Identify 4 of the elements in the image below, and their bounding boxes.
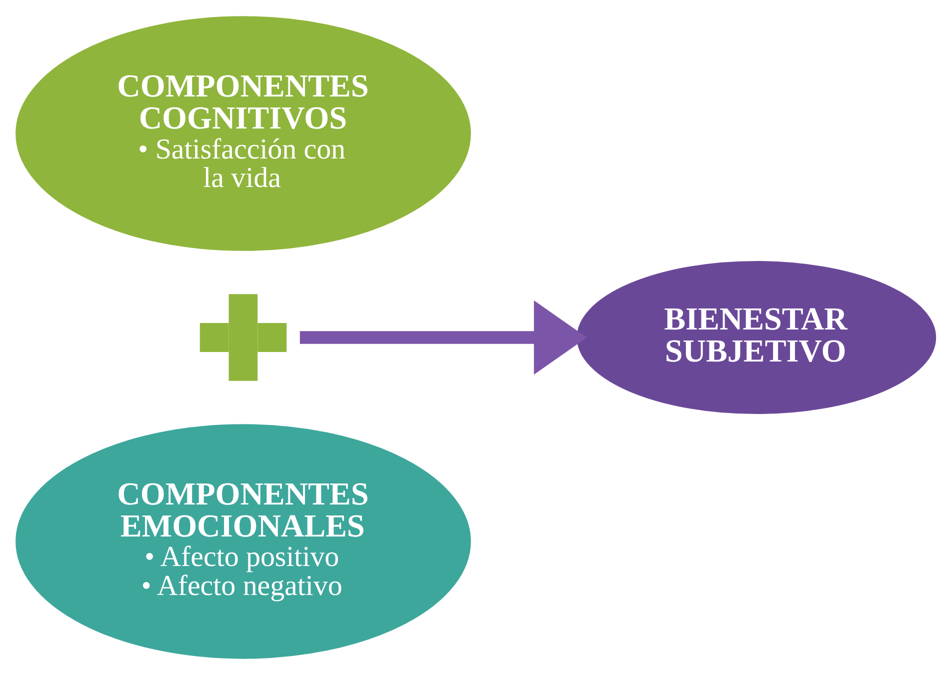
node-ellipse: BIENESTAR SUBJETIVO [575,259,938,416]
node-ellipse: COMPONENTES EMOCIONALES • Afecto positivo • Afecto negativo [14,422,473,660]
node-ellipse: COMPONENTES COGNITIVOS • Satisfacción con la vida [14,14,473,252]
arrow [300,300,587,375]
